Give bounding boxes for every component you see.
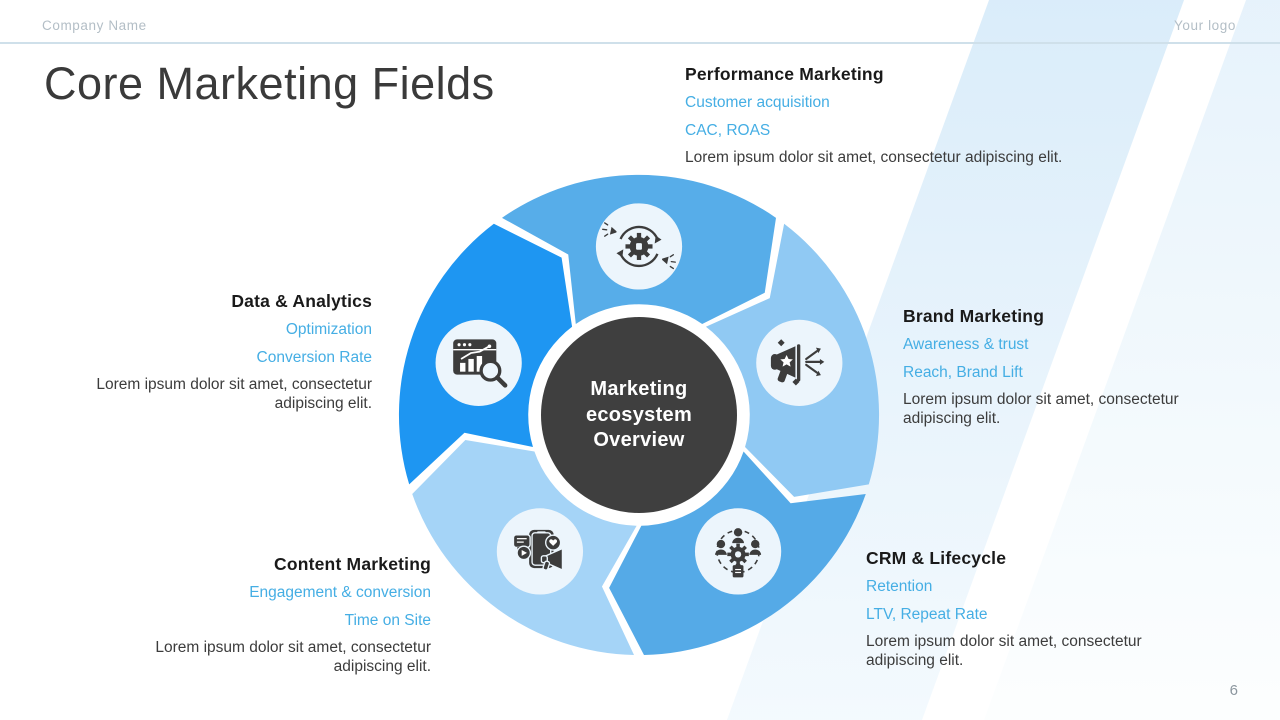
center-label: Marketing ecosystem Overview: [549, 377, 729, 454]
analytics-search-icon: [453, 339, 508, 388]
field-brand-marketing: Brand Marketing Awareness & trust Reach,…: [903, 306, 1223, 428]
field-content-marketing: Content Marketing Engagement & conversio…: [101, 554, 431, 676]
center-line3: Overview: [593, 429, 685, 451]
field-body: Lorem ipsum dolor sit amet, consectetur …: [866, 633, 1142, 669]
page-number: 6: [1229, 682, 1238, 699]
megaphone-star-arrows-icon: [770, 339, 825, 386]
field-body: Lorem ipsum dolor sit amet, consectetur …: [685, 149, 1063, 166]
field-body: Lorem ipsum dolor sit amet, consectetur …: [155, 639, 431, 675]
field-title: Performance Marketing: [685, 64, 884, 84]
field-crm-lifecycle: CRM & Lifecycle Retention LTV, Repeat Ra…: [866, 548, 1191, 670]
field-subtitle-2: Time on Site: [344, 611, 431, 629]
page-title: Core Marketing Fields: [44, 58, 495, 109]
field-subtitle-2: Conversion Rate: [256, 348, 372, 366]
field-title: Brand Marketing: [903, 306, 1045, 326]
field-body: Lorem ipsum dolor sit amet, consectetur …: [96, 376, 372, 412]
field-title: CRM & Lifecycle: [866, 548, 1007, 568]
center-line2: ecosystem: [585, 403, 693, 426]
marketing-ecosystem-diagram: [398, 174, 880, 656]
field-performance-marketing: Performance Marketing Customer acquisiti…: [685, 64, 1155, 168]
center-line1: Marketing: [590, 378, 688, 400]
people-gear-icon: [715, 528, 762, 578]
field-subtitle-2: LTV, Repeat Rate: [866, 605, 988, 623]
field-subtitle-2: CAC, ROAS: [685, 121, 771, 139]
field-subtitle-1: Engagement & conversion: [249, 584, 431, 601]
field-data-analytics: Data & Analytics Optimization Conversion…: [42, 291, 372, 413]
field-subtitle-1: Awareness & trust: [903, 336, 1029, 353]
gear-cycle-ads-icon: [602, 222, 676, 270]
company-name: Company Name: [42, 18, 147, 33]
field-subtitle-1: Customer acquisition: [685, 94, 830, 111]
field-subtitle-1: Retention: [866, 578, 933, 595]
media-content-icon: [512, 529, 564, 572]
field-title: Content Marketing: [273, 554, 431, 574]
header-divider: [0, 42, 1280, 44]
logo-placeholder: Your logo: [1174, 18, 1236, 33]
field-body: Lorem ipsum dolor sit amet, consectetur …: [903, 391, 1179, 427]
field-subtitle-1: Optimization: [285, 321, 372, 338]
field-title: Data & Analytics: [231, 291, 372, 311]
center-circle: [541, 317, 737, 513]
field-subtitle-2: Reach, Brand Lift: [903, 363, 1023, 381]
